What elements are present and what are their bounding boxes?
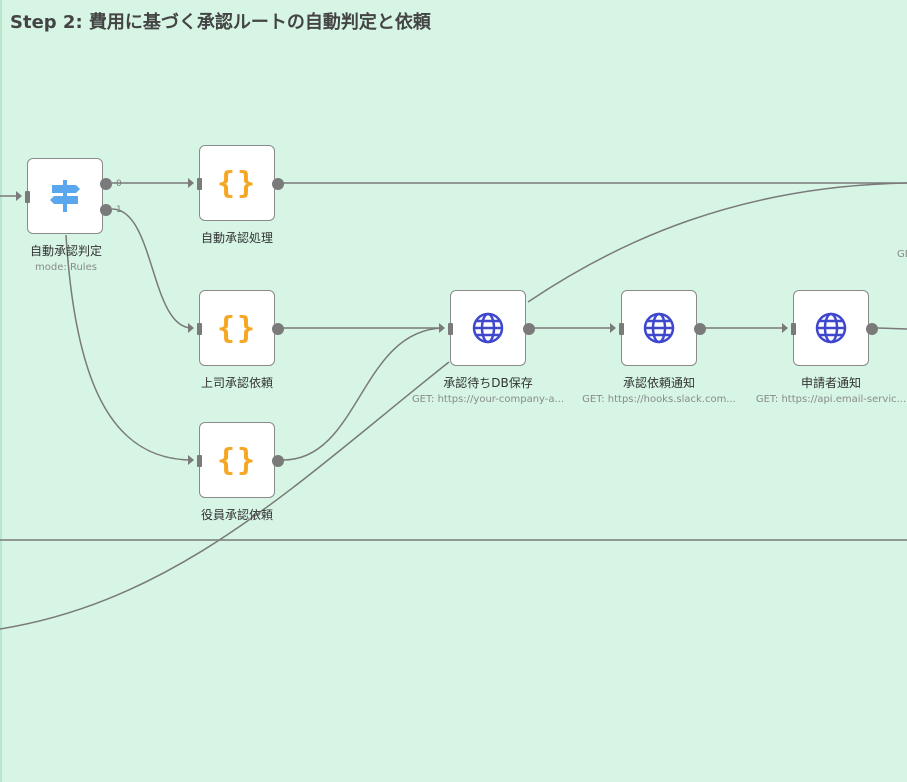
- arrow-manager: [188, 323, 194, 333]
- arrow-auto-process: [188, 178, 194, 188]
- arrow-applicant: [782, 323, 788, 333]
- node-auto-process[interactable]: {}: [197, 145, 284, 221]
- code-braces-icon: {}: [216, 442, 258, 478]
- input-port[interactable]: [791, 323, 796, 335]
- signpost-icon: [50, 180, 80, 212]
- node-label-auto-judge: 自動承認判定: [29, 244, 102, 258]
- node-subtitle-db-save: GET: https://your-company-a...: [411, 394, 565, 405]
- wire-executive-to-db: [282, 327, 444, 461]
- node-subtitle-request-notice: GET: https://hooks.slack.com...: [582, 394, 736, 405]
- node-request-notice[interactable]: [619, 290, 706, 366]
- node-executive-request[interactable]: {}: [197, 422, 284, 498]
- wire-judge-1-to-manager: [111, 208, 193, 329]
- node-label-manager-request: 上司承認依頼: [200, 376, 273, 390]
- output-port[interactable]: [523, 323, 535, 335]
- output-port-0[interactable]: [100, 178, 112, 190]
- node-label-request-notice: 承認依頼通知: [622, 376, 695, 390]
- output-label-1: 1: [116, 205, 122, 215]
- arrow-executive: [188, 455, 194, 465]
- wire-long-curve-lower: [0, 361, 450, 630]
- input-port[interactable]: [197, 178, 202, 190]
- node-label-auto-process: 自動承認処理: [200, 231, 273, 245]
- node-subtitle-auto-judge: mode: Rules: [35, 262, 97, 273]
- node-label-db-save: 承認待ちDB保存: [443, 376, 533, 390]
- output-port[interactable]: [272, 178, 284, 190]
- wire-judge-to-executive: [65, 234, 193, 461]
- node-auto-judge[interactable]: 0 1: [25, 158, 122, 234]
- output-port[interactable]: [866, 323, 878, 335]
- node-manager-request[interactable]: {}: [197, 290, 284, 366]
- output-port[interactable]: [272, 455, 284, 467]
- input-port[interactable]: [448, 323, 453, 335]
- globe-icon: [643, 312, 675, 344]
- output-port[interactable]: [272, 323, 284, 335]
- node-label-applicant-notice: 申請者通知: [800, 376, 861, 390]
- arrow-db: [439, 323, 445, 333]
- canvas-left-edge: [0, 0, 2, 782]
- input-port[interactable]: [25, 191, 30, 203]
- input-port[interactable]: [619, 323, 624, 335]
- offscreen-node-subtitle-fragment: GE: [897, 249, 907, 260]
- globe-icon: [815, 312, 847, 344]
- arrow-auto-judge: [16, 191, 22, 201]
- arrow-request-notice: [610, 323, 616, 333]
- output-label-0: 0: [116, 179, 122, 189]
- code-braces-icon: {}: [216, 310, 258, 346]
- node-label-executive-request: 役員承認依頼: [200, 508, 273, 522]
- input-port[interactable]: [197, 323, 202, 335]
- output-port-1[interactable]: [100, 204, 112, 216]
- globe-icon: [472, 312, 504, 344]
- input-port[interactable]: [197, 455, 202, 467]
- wire-db-to-upper-right: [527, 182, 907, 303]
- output-port[interactable]: [694, 323, 706, 335]
- node-applicant-notice[interactable]: [791, 290, 878, 366]
- node-db-save[interactable]: [448, 290, 535, 366]
- node-subtitle-applicant-notice: GET: https://api.email-servic...: [755, 394, 907, 405]
- section-title: Step 2: 費用に基づく承認ルートの自動判定と依頼: [10, 12, 431, 33]
- wire-applicant-out: [876, 327, 907, 330]
- code-braces-icon: {}: [216, 165, 258, 201]
